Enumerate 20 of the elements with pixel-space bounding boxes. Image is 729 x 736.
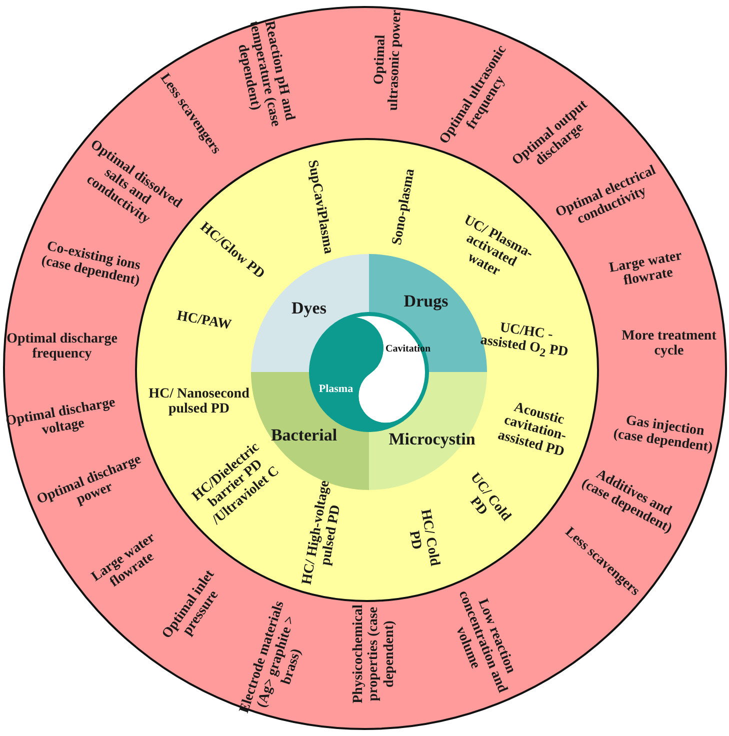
category-label: Dyes [290, 300, 328, 318]
process-label: Acoustic cavitation-assisted PD [495, 399, 569, 462]
category-label: Bacterial [270, 426, 338, 446]
category-label: Microcystin [388, 430, 476, 450]
factor-label: Gas injection (case dependent) [611, 412, 714, 457]
center-label: Plasma [318, 382, 354, 396]
process-label: UC/HC -assisted O$_{2}$ PD [478, 319, 570, 362]
factor-label: Physicochemical properties (case dependent) [350, 604, 398, 706]
process-label: Sono-plasma [388, 166, 419, 248]
process-label: SupCaviPlasma [304, 158, 337, 257]
process-label: HC/ Cold PD [404, 507, 444, 570]
factor-label: Large water flowrate [607, 247, 684, 292]
factor-label: Optimal discharge frequency [6, 332, 118, 362]
factor-label: Optimal discharge voltage [4, 394, 118, 440]
process-label: HC/PAW [174, 308, 234, 335]
category-label: Drugs [402, 292, 450, 312]
factor-label: Reaction pH and temperature (case dependent) [234, 18, 298, 130]
factor-label: Optimal ultrasonic power [370, 8, 406, 113]
factor-label: More treatment cycle [620, 328, 718, 360]
process-label: HC/ Nanosecond pulsed PD [148, 386, 250, 418]
